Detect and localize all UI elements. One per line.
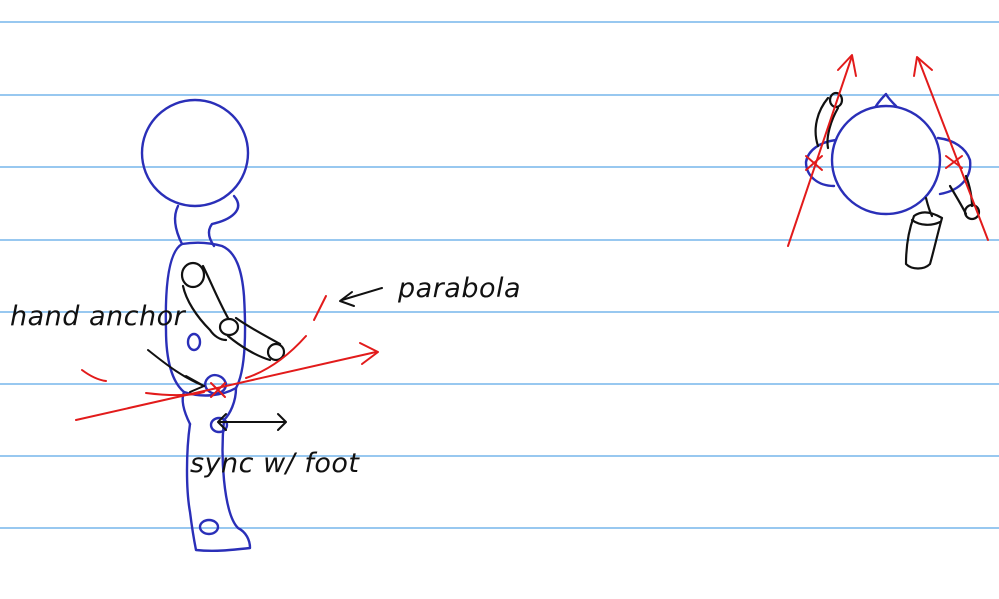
- parabola-arrowhead: [339, 291, 355, 307]
- top-view-nose: [874, 92, 898, 108]
- figure-hip-joint: [186, 332, 202, 352]
- side-annotations: [147, 287, 383, 431]
- label-sync-with-foot: sync w/ foot: [190, 448, 360, 479]
- figure-knee-joint: [209, 416, 229, 434]
- side-motion-guides: [75, 295, 379, 421]
- top-view-foot: [904, 211, 944, 270]
- figure-ankle-joint: [198, 518, 220, 536]
- side-view-arm: [180, 261, 286, 362]
- arm-upper: [181, 264, 230, 342]
- top-view-left-arm: [814, 96, 840, 150]
- top-view-figure: [804, 92, 972, 216]
- top-view-foot-detail: [910, 196, 942, 226]
- trajectory-line: [75, 351, 377, 421]
- top-left-arrowhead: [837, 54, 857, 77]
- arm-shoulder-joint: [180, 261, 206, 289]
- figure-head: [140, 98, 250, 208]
- parabola-curve: [81, 369, 107, 382]
- label-parabola: parabola: [397, 273, 521, 304]
- arm-elbow-joint: [218, 317, 240, 337]
- arm-forearm: [226, 316, 282, 362]
- top-view-right-arm: [948, 174, 974, 216]
- parabola-curve: [145, 391, 205, 397]
- top-view-right-hand: [963, 203, 981, 221]
- figure-leg: [185, 418, 252, 553]
- parabola-arrow: [341, 287, 383, 301]
- top-view-arms: [814, 91, 981, 270]
- top-right-arrowhead: [913, 56, 933, 77]
- top-motion-guides: [787, 54, 989, 247]
- trajectory-arrowhead: [359, 342, 379, 365]
- top-view-left-hand: [828, 91, 844, 109]
- arm-wrist-joint: [266, 342, 286, 362]
- figure-neck: [173, 194, 240, 248]
- top-view-head: [830, 104, 942, 216]
- top-left-x-mark: [805, 155, 823, 171]
- anchor-x-mark: [210, 382, 226, 398]
- sync-double-arrow: [217, 413, 287, 431]
- parabola-curve: [245, 335, 307, 379]
- top-right-x-mark: [945, 155, 963, 169]
- label-hand-anchor: hand anchor: [10, 301, 187, 332]
- hand-anchor-arrowhead: [185, 375, 205, 393]
- top-right-trajectory: [917, 57, 989, 241]
- top-view-right-shoulder: [936, 136, 972, 196]
- top-left-trajectory: [787, 55, 853, 247]
- parabola-curve: [313, 295, 327, 321]
